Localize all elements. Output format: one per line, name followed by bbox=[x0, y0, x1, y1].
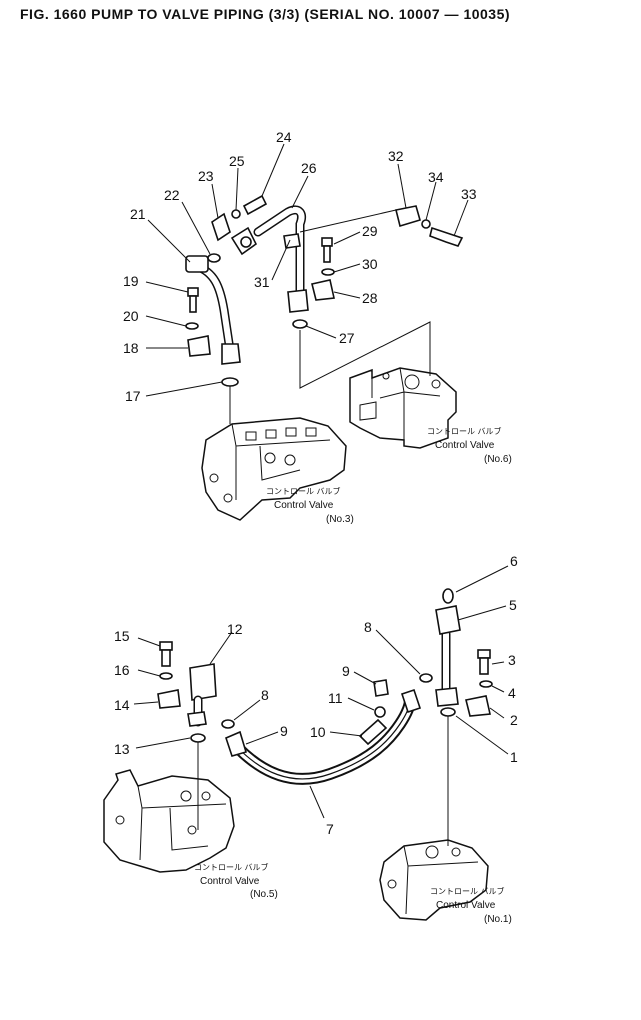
washer-25 bbox=[231, 209, 241, 219]
pipe-26 bbox=[230, 205, 309, 313]
control-valve-no6 bbox=[349, 367, 457, 449]
part-number: 29 bbox=[362, 223, 378, 239]
part-number: 25 bbox=[229, 153, 245, 169]
o-ring-17 bbox=[221, 377, 239, 387]
valve-label-no3: コントロール バルブ Control Valve (No.3) bbox=[266, 486, 354, 525]
leader-lines-upper bbox=[145, 143, 469, 397]
part-number: 31 bbox=[254, 274, 270, 290]
valve-label-no5: コントロール バルブ Control Valve (No.5) bbox=[194, 862, 278, 900]
part-number: 22 bbox=[164, 187, 180, 203]
o-ring-8b bbox=[221, 719, 235, 729]
part-numbers-upper: 24 25 23 26 22 21 32 34 33 29 30 19 31 2… bbox=[123, 129, 477, 404]
figure-title: FIG. 1660 PUMP TO VALVE PIPING (3/3) (SE… bbox=[20, 6, 511, 22]
clamp-14 bbox=[157, 689, 181, 709]
washer-16 bbox=[159, 672, 173, 680]
o-ring-1 bbox=[440, 707, 456, 717]
part-number: 16 bbox=[114, 662, 130, 678]
control-valve-no5 bbox=[103, 769, 235, 873]
flange-9 bbox=[373, 679, 389, 697]
part-number: 11 bbox=[328, 690, 343, 706]
o-ring-22 bbox=[207, 253, 221, 263]
valve-label-no6: コントロール バルブ Control Valve (No.6) bbox=[427, 426, 512, 465]
part-number: 23 bbox=[198, 168, 214, 184]
washer-4 bbox=[479, 680, 493, 688]
part-numbers-lower: 6 5 8 15 12 3 16 9 4 14 8 11 2 9 10 13 1… bbox=[114, 553, 518, 837]
part-number: 6 bbox=[510, 553, 518, 569]
part-number: 8 bbox=[261, 687, 269, 703]
part-number: 27 bbox=[339, 330, 355, 346]
o-ring-27 bbox=[292, 319, 308, 329]
washer-34 bbox=[421, 219, 431, 229]
o-ring-13 bbox=[190, 733, 206, 743]
part-number: 18 bbox=[123, 340, 139, 356]
part-number: 28 bbox=[362, 290, 378, 306]
o-ring-8 bbox=[419, 673, 433, 683]
washer-11 bbox=[374, 706, 386, 718]
part-number: 10 bbox=[310, 724, 326, 740]
part-number: 8 bbox=[364, 619, 372, 635]
leader-line bbox=[299, 321, 431, 389]
part-number: 2 bbox=[510, 712, 518, 728]
part-number: 21 bbox=[130, 206, 146, 222]
part-number: 24 bbox=[276, 129, 292, 145]
bolt-19 bbox=[187, 287, 199, 313]
part-number: 33 bbox=[461, 186, 477, 202]
flange-23 bbox=[211, 212, 231, 242]
clamp-18 bbox=[187, 335, 211, 357]
pipe-5 bbox=[435, 605, 461, 707]
bolt-15 bbox=[159, 641, 173, 667]
pipe-12 bbox=[187, 663, 217, 727]
clamp-2 bbox=[465, 695, 491, 717]
valve-label-no1: コントロール バルブ Control Valve (No.1) bbox=[430, 886, 512, 925]
part-number: 15 bbox=[114, 628, 130, 644]
valve-label-text: Control Valve bbox=[200, 876, 260, 887]
part-number: 9 bbox=[342, 663, 350, 679]
valve-label-text: Control Valve bbox=[436, 900, 496, 911]
part-number: 12 bbox=[227, 621, 243, 637]
part-number: 13 bbox=[114, 741, 130, 757]
part-number: 14 bbox=[114, 697, 130, 713]
hose-7 bbox=[225, 688, 422, 785]
valve-label-jp: コントロール バルブ bbox=[266, 486, 341, 496]
part-number: 19 bbox=[123, 273, 139, 289]
washer-20 bbox=[185, 322, 199, 330]
part-number: 17 bbox=[125, 388, 141, 404]
valve-label-text: Control Valve bbox=[435, 440, 495, 451]
valve-label-number: (No.1) bbox=[484, 914, 512, 925]
valve-label-number: (No.6) bbox=[484, 454, 512, 465]
valve-label-number: (No.5) bbox=[250, 889, 278, 900]
bolt-3 bbox=[477, 649, 491, 675]
leader-lines-lower bbox=[133, 565, 509, 819]
part-number: 7 bbox=[326, 821, 334, 837]
control-valve-no3 bbox=[201, 417, 347, 521]
part-number: 26 bbox=[301, 160, 317, 176]
bolt-33 bbox=[429, 226, 464, 247]
bolt-24 bbox=[242, 194, 268, 216]
fitting-6 bbox=[442, 588, 454, 604]
washer-30 bbox=[321, 268, 335, 276]
part-number: 4 bbox=[508, 685, 516, 701]
part-number: 1 bbox=[510, 749, 518, 765]
bolt-29 bbox=[321, 237, 333, 263]
valve-label-jp: コントロール バルブ bbox=[427, 426, 502, 436]
part-number: 3 bbox=[508, 652, 516, 668]
clamp-28 bbox=[311, 279, 335, 301]
part-number: 32 bbox=[388, 148, 404, 164]
bracket-32 bbox=[395, 205, 421, 228]
bolt-10 bbox=[358, 718, 388, 746]
valve-label-text: Control Valve bbox=[274, 500, 334, 511]
valve-label-number: (No.3) bbox=[326, 514, 354, 525]
part-number: 30 bbox=[362, 256, 378, 272]
part-number: 20 bbox=[123, 308, 139, 324]
part-number: 9 bbox=[280, 723, 288, 739]
part-number: 5 bbox=[509, 597, 517, 613]
pipe-21 bbox=[185, 255, 241, 365]
valve-label-jp: コントロール バルブ bbox=[194, 862, 269, 872]
leader-line bbox=[299, 209, 397, 233]
valve-label-jp: コントロール バルブ bbox=[430, 886, 505, 896]
part-number: 34 bbox=[428, 169, 444, 185]
